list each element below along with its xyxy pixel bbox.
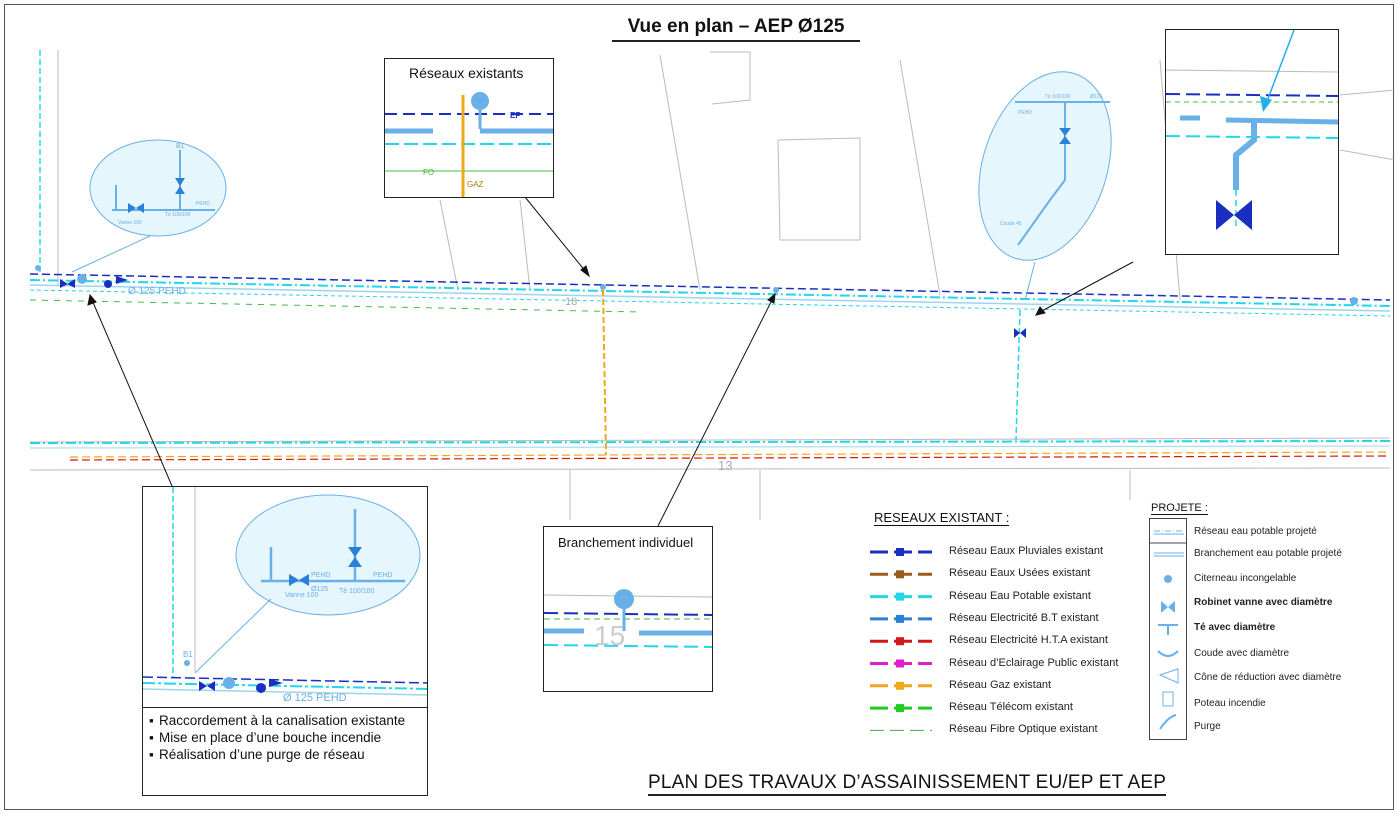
inset-zoom-left: B1 Ø 125 PEHD Vanne 100 PEHD Ø125 Té 100…: [142, 486, 428, 708]
legend-existant-item: Réseau d’Eclairage Public existant: [949, 656, 1119, 669]
inset-left-d125: Ø125: [311, 586, 328, 593]
inset-zoom-left-drawing: B1 Ø 125 PEHD Vanne 100 PEHD Ø125 Té 100…: [143, 487, 427, 704]
note-item: ▪Raccordement à la canalisation existant…: [149, 713, 406, 728]
pipe-main-label: Ø 125 PEHD: [128, 286, 186, 297]
legend-swatch-marker: [896, 659, 904, 668]
detail-right-pehd: PEHD: [1018, 110, 1032, 116]
detail-right-d125: Ø125: [1090, 94, 1102, 100]
inset-reseaux-existants-title: Réseaux existants: [409, 65, 524, 81]
legend-projete-item: Robinet vanne avec diamètre: [1194, 597, 1333, 608]
legend-projete-item: Réseau eau potable projeté: [1194, 526, 1317, 537]
note-item: ▪Réalisation d’une purge de réseau: [149, 747, 365, 762]
legend-projete-item: Poteau incendie: [1194, 698, 1266, 709]
legend-existant-item: Réseau Fibre Optique existant: [949, 723, 1098, 736]
inset-left-pehd-2: PEHD: [373, 572, 392, 579]
inset-left-pipe-label: Ø 125 PEHD: [283, 692, 347, 704]
inset-ep-label: EP: [510, 111, 521, 120]
inset-left-vanne: Vanne 100: [285, 592, 318, 599]
legend-existant-item: Réseau Eaux Usées existant: [949, 567, 1091, 580]
parcel-13-label: 13: [718, 458, 732, 473]
detail-left-b1: B1: [176, 143, 185, 150]
legend-existant-swatches: [870, 548, 932, 731]
legend-swatch-marker: [896, 614, 904, 623]
inset-zoom-drawing: [1166, 30, 1338, 230]
legend-existant-title: RESEAUX EXISTANT :: [874, 510, 1010, 526]
legend-projete-item: Té avec diamètre: [1194, 622, 1276, 633]
drawing-frame: [4, 4, 1394, 810]
inset-left-b1: B1: [183, 650, 193, 659]
detail-right-te: Té 100/100: [1045, 94, 1071, 100]
legend-existant-item: Réseau Gaz existant: [949, 678, 1052, 691]
detail-ellipse-right: PEHD Ø125 Té 100/100 Coude 45: [978, 71, 1112, 301]
detail-left-pehd: PEHD: [196, 201, 210, 207]
inset-zoom-right: [1165, 29, 1339, 255]
note-item: ▪Mise en place d’une bouche incendie: [149, 730, 382, 745]
legend-projete-item: Cône de réduction avec diamètre: [1194, 672, 1342, 683]
legend-swatch-marker: [896, 637, 904, 646]
legend-projete-item: Citerneau incongelable: [1194, 573, 1297, 584]
notes-box: ▪Raccordement à la canalisation existant…: [142, 708, 428, 796]
legend-projete-symbols: [1150, 530, 1186, 730]
page-title: Vue en plan – AEP Ø125: [612, 16, 860, 42]
inset-left-te: Té 100/100: [339, 588, 375, 595]
cadastral-lines: [29, 50, 1396, 520]
legend-existant-item: Réseau Electricité B.T existant: [949, 611, 1099, 624]
drawing-main-title: PLAN DES TRAVAUX D’ASSAINISSEMENT EU/EP …: [648, 772, 1167, 796]
inset-parcel-15: 15: [594, 620, 625, 651]
detail-left-vanne: Vanne 100: [118, 220, 142, 226]
road-networks: [29, 273, 1391, 461]
legend-projete-item: Coude avec diamètre: [1194, 648, 1290, 659]
legend-swatch-marker: [896, 548, 904, 556]
inset-branchement-title: Branchement individuel: [558, 535, 694, 550]
legend-existant-item: Réseau Eaux Pluviales existant: [949, 545, 1104, 557]
detail-ellipse-left: Vanne 100 Té 100/100 PEHD B1: [71, 139, 227, 273]
inset-branchement-drawing: 15: [544, 589, 712, 651]
legend-swatch-marker: [896, 704, 904, 713]
legend-projete-item: Purge: [1194, 721, 1221, 732]
pointer-arrows: [87, 196, 1134, 527]
legend-projete-item: Branchement eau potable projeté: [1194, 548, 1342, 559]
legend-swatch-marker: [896, 592, 904, 601]
inset-fo-label: FO: [423, 168, 434, 177]
legend-swatch-marker: [896, 570, 904, 579]
road-symbols: [35, 265, 1358, 338]
inset-gaz-label: GAZ: [467, 180, 484, 189]
legend-projete-title: PROJETE :: [1151, 502, 1208, 515]
parcel-18-label: 18: [565, 296, 577, 308]
legend-projete-box: [1149, 518, 1187, 740]
inset-left-pehd: PEHD: [311, 572, 330, 579]
inset-branchement-individuel: Branchement individuel 15: [543, 526, 713, 692]
legend-existant-item: Réseau Eau Potable existant: [949, 589, 1091, 602]
legend-existant-item: Réseau Electricité H.T.A existant: [949, 634, 1108, 647]
detail-left-te: Té 100/100: [165, 212, 191, 218]
inset-reseaux-drawing: FO EP GAZ: [385, 92, 553, 197]
legend-swatch-marker: [896, 681, 904, 690]
legend-existant-item: Réseau Télécom existant: [949, 701, 1073, 714]
detail-right-coude: Coude 45: [1000, 221, 1022, 227]
inset-reseaux-existants: Réseaux existants FO EP GAZ: [384, 58, 554, 198]
